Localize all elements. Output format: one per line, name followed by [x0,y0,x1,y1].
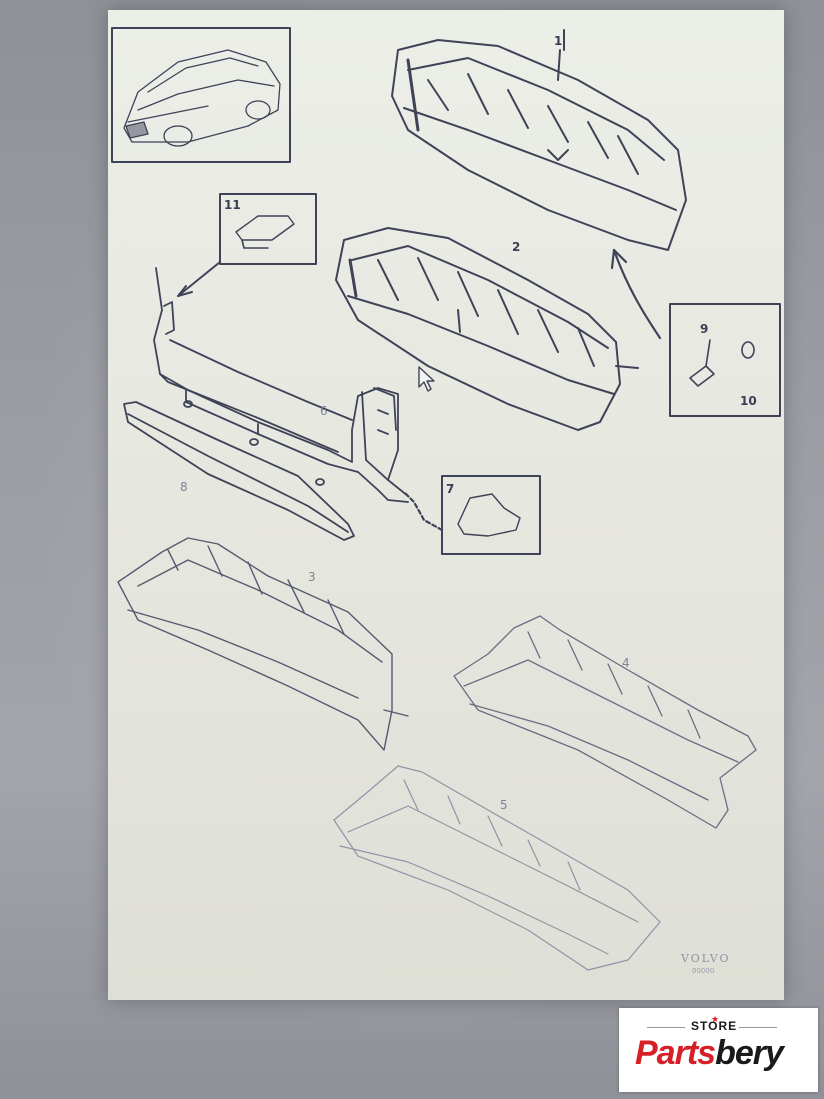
parts-9-10-frame [669,303,781,417]
brand-code: 00000 [692,967,715,975]
part-frame-assembly [153,267,409,503]
part-5-grille [333,765,661,971]
logo-star-icon: ★ [711,1015,720,1025]
logo-name: Partsbery [635,1034,784,1073]
callout-1: 1 [554,34,563,48]
callout-7: 7 [446,482,455,496]
part-1-shroud [391,29,687,251]
part-8-strip [123,401,355,541]
part-11-frame [219,193,317,265]
part-4-grille [453,615,757,829]
parts-diagram-sheet: 1 2 3 4 5 6 7 8 9 10 11 VOLVO 00000 [108,10,784,1000]
callout-3: 3 [308,570,316,584]
callout-2: 2 [512,240,521,254]
callout-6: 6 [320,404,328,418]
logo-rule-left [647,1027,685,1028]
callout-9: 9 [700,322,709,336]
callout-8: 8 [180,480,188,494]
exploded-view-drawing [111,27,781,971]
callout-11: 11 [224,198,241,212]
vehicle-overview-icon [123,49,281,147]
vehicle-overview-frame [111,27,291,163]
callout-5: 5 [500,798,508,812]
logo-name-part1: Parts [635,1034,716,1072]
store-watermark-logo: ★ STORE Partsbery [619,1008,818,1092]
callout-4: 4 [622,656,630,670]
callout-10: 10 [740,394,757,408]
mouse-pointer-icon [418,366,435,392]
part-2-shroud [335,227,639,431]
part-7-frame [441,475,541,555]
logo-store-label: STORE [691,1019,738,1033]
logo-name-part2: bery [715,1034,784,1072]
logo-rule-right [739,1027,777,1028]
part-3-grille [117,537,409,751]
brand-mark: VOLVO [681,952,731,965]
